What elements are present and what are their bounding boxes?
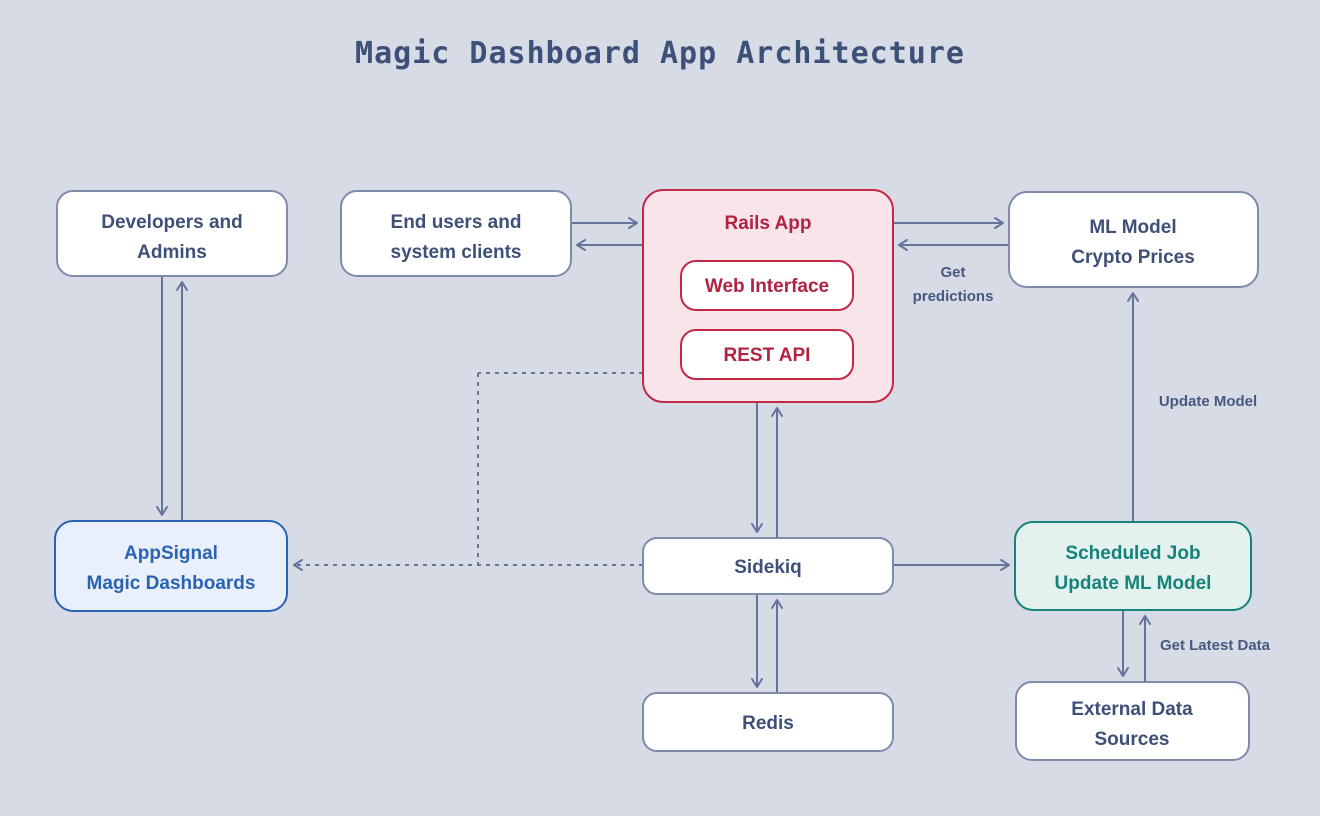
node-scheduled-job: Scheduled Job Update ML Model [1014, 521, 1252, 611]
node-sidekiq: Sidekiq [642, 537, 894, 595]
node-ml-model-label-line2: Crypto Prices [1071, 247, 1195, 268]
node-appsignal-box [54, 520, 288, 612]
node-web-interface-box [680, 260, 854, 311]
node-scheduled-job-label-line2: Update ML Model [1055, 573, 1212, 594]
node-scheduled-job-box [1014, 521, 1252, 611]
node-redis: Redis [642, 692, 894, 752]
node-end-users: End users and system clients [340, 190, 572, 277]
page-title: Magic Dashboard App Architecture [355, 36, 965, 71]
edge-labels: Get predictions Update Model Get Latest … [913, 264, 1271, 654]
node-rails-app-label: Rails App [725, 213, 812, 234]
node-external-data-label-line1: External Data [1071, 699, 1193, 720]
node-redis-label: Redis [742, 713, 794, 734]
edge-label-get-predictions-line2: predictions [913, 288, 994, 305]
node-appsignal-label-line2: Magic Dashboards [87, 573, 256, 594]
node-rest-api: REST API [680, 329, 854, 380]
node-end-users-label-line1: End users and [391, 212, 522, 233]
node-ml-model: ML Model Crypto Prices [1008, 191, 1259, 288]
edge-label-get-latest-data: Get Latest Data [1160, 637, 1271, 654]
node-external-data: External Data Sources [1015, 681, 1250, 761]
node-rest-api-label: REST API [724, 345, 811, 366]
node-scheduled-job-label-line1: Scheduled Job [1065, 543, 1200, 564]
node-web-interface: Web Interface [680, 260, 854, 311]
node-web-interface-label: Web Interface [705, 276, 829, 297]
node-appsignal-label-line1: AppSignal [124, 543, 218, 564]
node-developers-admins: Developers and Admins [56, 190, 288, 277]
edge-label-update-model: Update Model [1159, 393, 1257, 410]
node-ml-model-box [1008, 191, 1259, 288]
edges [156, 217, 1151, 693]
edge-label-get-predictions-line1: Get [940, 264, 965, 281]
node-sidekiq-box [642, 537, 894, 595]
node-developers-admins-box [56, 190, 288, 277]
node-rails-app: Rails App Web Interface REST API [642, 189, 894, 403]
node-end-users-label-line2: system clients [391, 242, 522, 263]
node-external-data-box [1015, 681, 1250, 761]
node-end-users-box [340, 190, 572, 277]
node-appsignal: AppSignal Magic Dashboards [54, 520, 288, 612]
node-developers-admins-label-line2: Admins [137, 242, 207, 263]
node-ml-model-label-line1: ML Model [1089, 217, 1176, 238]
node-developers-admins-label-line1: Developers and [101, 212, 243, 233]
node-redis-box [642, 692, 894, 752]
node-rest-api-box [680, 329, 854, 380]
node-sidekiq-label: Sidekiq [734, 557, 802, 578]
node-external-data-label-line2: Sources [1095, 729, 1170, 750]
